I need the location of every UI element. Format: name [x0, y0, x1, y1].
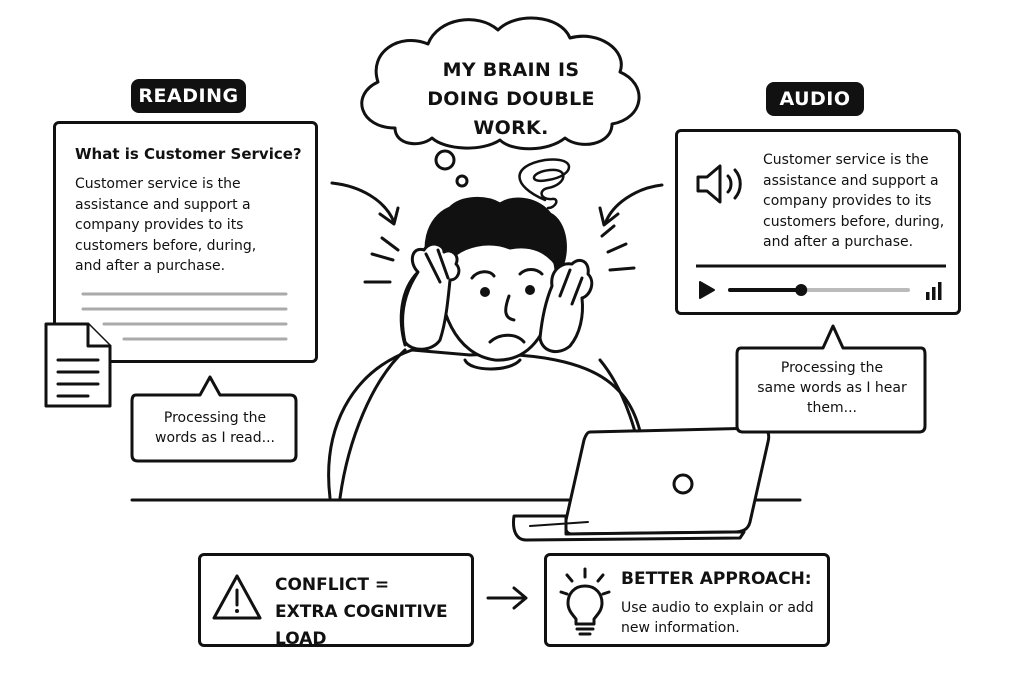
- laptop-logo: [672, 473, 694, 495]
- approach-title: BETTER APPROACH:: [621, 569, 812, 589]
- audio-bubble-text: Processing the same words as I hear them…: [757, 360, 907, 416]
- progress-knob: [795, 284, 808, 296]
- approach-box: BETTER APPROACH: Use audio to explain or…: [544, 553, 830, 647]
- audio-panel-text: Customer service is the assistance and s…: [763, 152, 945, 250]
- audio-label: AUDIO: [766, 82, 864, 116]
- approach-text: Use audio to explain or add new informat…: [621, 600, 814, 636]
- volume-bars-icon: [926, 282, 942, 300]
- play-icon: [699, 281, 715, 299]
- reading-arrow: [330, 181, 396, 224]
- speaker-icon: [696, 164, 742, 204]
- reading-panel-text: Customer service is the assistance and s…: [75, 176, 257, 274]
- audio-arrow: [603, 183, 664, 226]
- document-icon: [44, 322, 112, 408]
- conflict-box: CONFLICT = EXTRA COGNITIVE LOAD: [198, 553, 474, 649]
- reading-bubble-text: Processing the words as I read...: [155, 410, 275, 446]
- conflict-title: CONFLICT = EXTRA COGNITIVE LOAD: [275, 575, 448, 649]
- reading-bubble-shape: [130, 375, 298, 463]
- reading-panel-title: What is Customer Service?: [75, 145, 302, 163]
- lightbulb-icon: [559, 567, 611, 636]
- person-torso: [327, 348, 647, 500]
- reading-label: READING: [131, 79, 246, 113]
- warning-icon: [212, 574, 262, 620]
- thought-text: MY BRAIN IS DOING DOUBLE WORK.: [427, 59, 595, 139]
- laptop-screen: [563, 426, 771, 536]
- reading-panel: What is Customer Service? Customer servi…: [53, 121, 318, 363]
- thought-dot-small: [455, 174, 469, 188]
- dizzy-scribble-icon: [518, 158, 570, 210]
- audio-bubble-shape: [735, 324, 927, 434]
- laptop-base: [512, 514, 746, 542]
- audio-player: [696, 264, 946, 300]
- audio-panel: Customer service is the assistance and s…: [675, 129, 961, 315]
- thought-dot-large: [434, 149, 456, 171]
- reading-text-lines: [81, 292, 288, 341]
- thought-cloud: [360, 16, 641, 151]
